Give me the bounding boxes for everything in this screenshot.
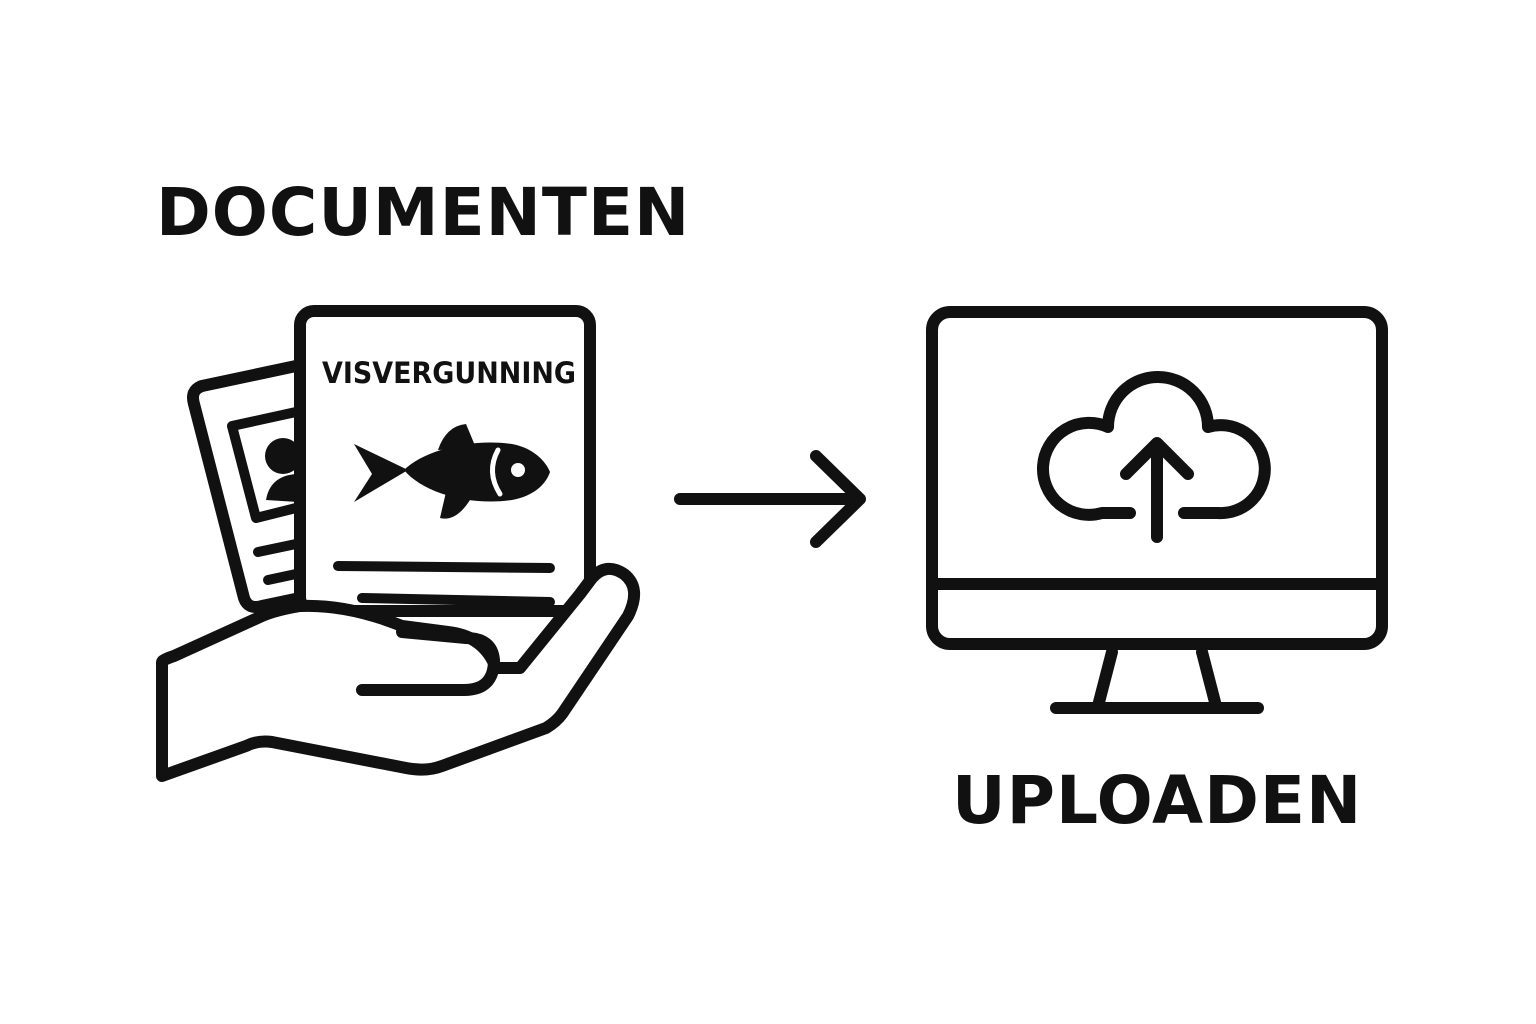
- hand-icon: [156, 562, 640, 782]
- fish-icon: [354, 424, 550, 519]
- documents-label: DOCUMENTEN: [156, 174, 691, 251]
- arrow-right-icon: [674, 450, 866, 548]
- upload-label: UPLOADEN: [952, 762, 1363, 839]
- cloud-upload-icon: [1037, 371, 1271, 543]
- fishing-license-icon: VISVERGUNNING: [294, 305, 596, 617]
- id-card-icon: [187, 360, 306, 613]
- license-title: VISVERGUNNING: [322, 356, 576, 390]
